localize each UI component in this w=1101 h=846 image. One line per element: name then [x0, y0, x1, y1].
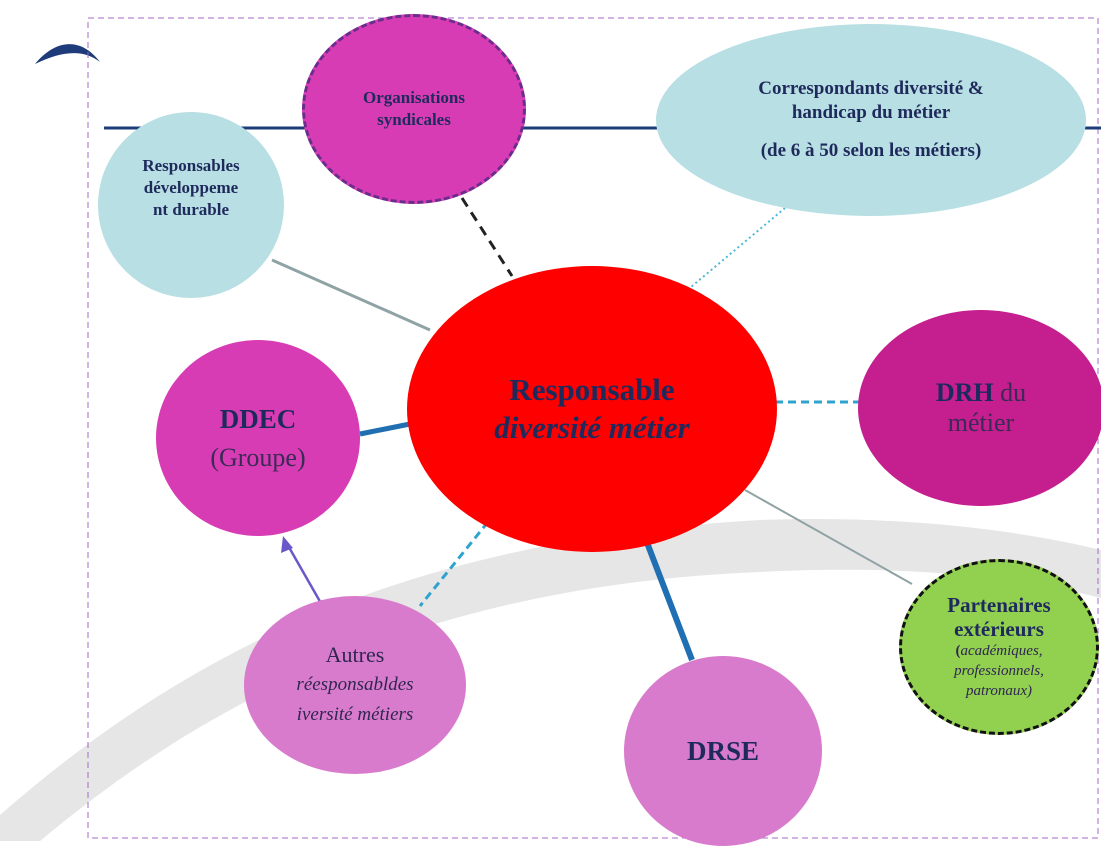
- center-line1: Responsable: [509, 372, 675, 407]
- ddec-line2: (Groupe): [210, 443, 306, 472]
- connector-autres: [418, 521, 490, 607]
- responsables-dd-line1: Responsables: [142, 156, 240, 175]
- drh-rest: du: [993, 378, 1027, 407]
- drse-line1: DRSE: [686, 736, 760, 766]
- responsables-dd-line2: développeme: [143, 178, 239, 197]
- correspondants-line2: handicap du métier: [791, 102, 951, 123]
- autres-line1: Autres: [325, 642, 385, 667]
- partenaires-line3a: académiques,: [960, 643, 1043, 659]
- logo-swoosh-icon: [35, 44, 100, 64]
- partenaires-line4: professionnels,: [954, 663, 1044, 679]
- autres-line2: réesponsabldes: [296, 674, 414, 695]
- connector-responsables-dd: [271, 258, 431, 332]
- organisations-line1: Organisations: [362, 88, 466, 107]
- node-correspondants-diversite: Correspondants diversité & handicap du m…: [656, 24, 1086, 216]
- partenaires-line5: patronaux): [965, 683, 1033, 699]
- partenaires-line2: extérieurs: [954, 617, 1044, 641]
- drh-line1: DRH du: [936, 378, 1026, 408]
- responsables-dd-line3: nt durable: [152, 200, 230, 219]
- node-ddec-groupe: DDEC (Groupe): [156, 340, 360, 536]
- drh-line2: métier: [947, 408, 1015, 437]
- autres-line3: iversité métiers: [296, 704, 414, 725]
- node-responsable-diversite-metier: Responsable diversité métier: [407, 266, 777, 552]
- node-drse: DRSE: [624, 656, 822, 846]
- organisations-line2: syndicales: [377, 110, 451, 129]
- partenaires-line1: Partenaires: [947, 593, 1051, 617]
- connector-ddec: [359, 421, 411, 437]
- node-drh-du-metier: DRH du métier: [858, 310, 1101, 506]
- drh-bold: DRH: [935, 378, 994, 407]
- partenaires-paren-open: (: [955, 643, 961, 659]
- ddec-line1: DDEC: [219, 404, 297, 434]
- arrow-head-up: [281, 536, 293, 553]
- node-organisations-syndicales: Organisations syndicales: [302, 14, 526, 204]
- partenaires-line3: (académiques,: [955, 641, 1042, 661]
- node-partenaires-exterieurs: Partenaires extérieurs (académiques, pro…: [899, 559, 1099, 735]
- background-swoosh: [0, 519, 1101, 841]
- node-responsables-developpement-durable: Responsables développeme nt durable: [98, 112, 284, 298]
- node-autres-responsables: Autres réesponsabldes iversité métiers: [244, 596, 466, 774]
- correspondants-line3: (de 6 à 50 selon les métiers): [760, 140, 982, 161]
- connector-organisations: [460, 197, 514, 277]
- center-line2: diversité métier: [494, 410, 690, 445]
- correspondants-line1: Correspondants diversité &: [758, 78, 984, 99]
- connector-drse: [643, 538, 695, 662]
- connector-partenaires: [744, 489, 913, 585]
